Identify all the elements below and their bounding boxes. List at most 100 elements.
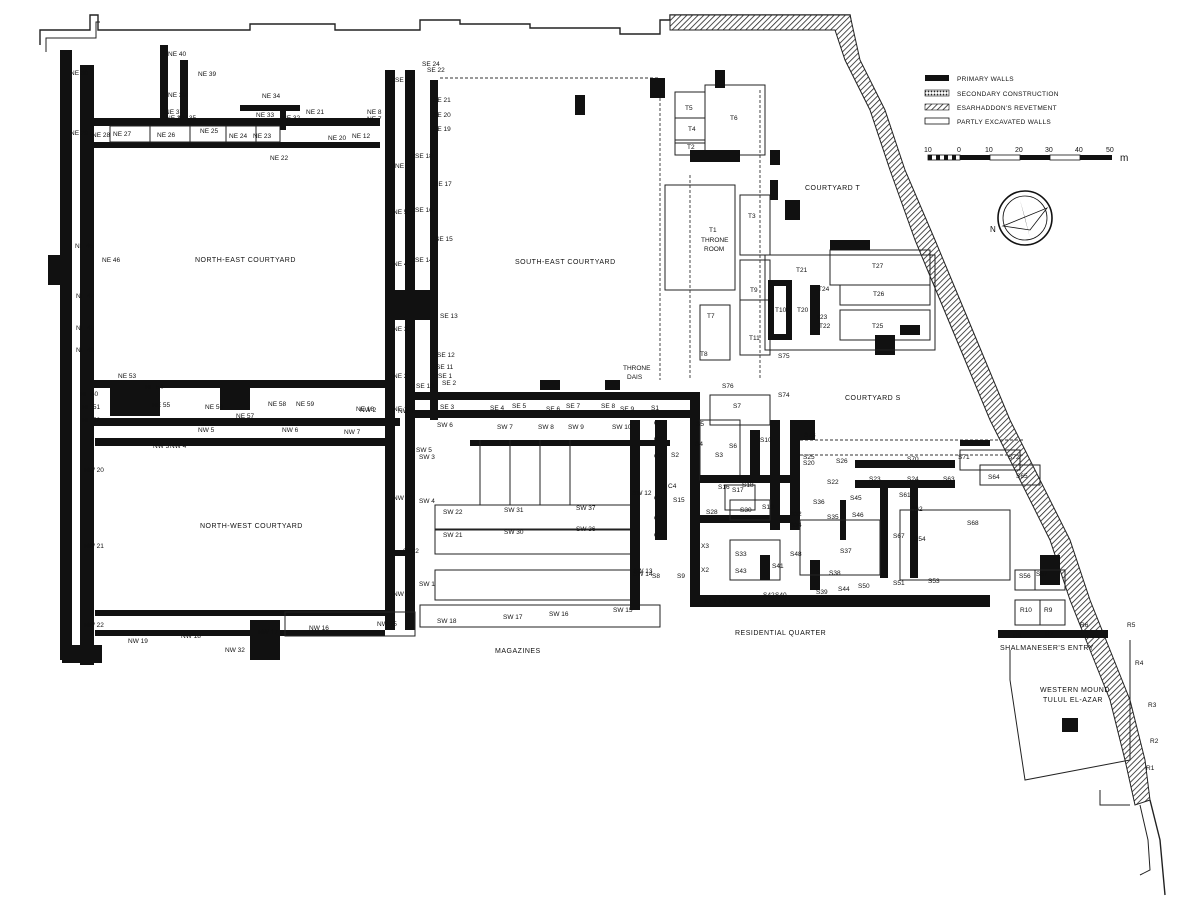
room-label-s32: S32 xyxy=(790,511,802,518)
room-label-c2: C2 xyxy=(654,436,663,443)
room-label-nw7: NW 7 xyxy=(344,429,361,436)
legend-label-revetment: ESARHADDON'S REVETMENT xyxy=(957,105,1057,112)
room-label-s28: S28 xyxy=(706,509,718,516)
room-label-t2: T2 xyxy=(687,144,695,151)
room-label-c3: C3 xyxy=(654,453,663,460)
room-label-ne34: NE 34 xyxy=(262,93,280,100)
legend-label-primary: PRIMARY WALLS xyxy=(957,76,1014,83)
room-label-se3: SE 3 xyxy=(440,404,454,411)
room-label-se15: SE 15 xyxy=(435,236,453,243)
scale-tick-3: 20 xyxy=(1015,147,1023,154)
room-label-ne24: NE 24 xyxy=(229,133,247,140)
room-label-t8: T8 xyxy=(700,351,708,358)
room-label-ne3: NE 3 xyxy=(393,326,408,333)
room-label-ne51: NE 51 xyxy=(82,404,100,411)
room-label-s43: S43 xyxy=(735,568,747,575)
room-label-ne23: NE 23 xyxy=(253,133,271,140)
scale-unit: m xyxy=(1120,153,1128,164)
room-label-s35: S35 xyxy=(827,514,839,521)
room-label-r1: R1 xyxy=(1146,765,1155,772)
room-label-sw8: SW 8 xyxy=(538,424,554,431)
room-label-se19: SE 19 xyxy=(433,126,451,133)
label-magazines: MAGAZINES xyxy=(495,648,541,655)
room-label-se2: SE 2 xyxy=(442,380,456,387)
room-label-s36: S36 xyxy=(813,499,825,506)
room-label-ne4: NE 4 xyxy=(393,261,408,268)
room-label-se1: SE 1 xyxy=(438,373,452,380)
room-label-t11: T11 xyxy=(749,335,760,342)
room-label-ne32: NE 32 xyxy=(282,115,300,122)
room-label-ne12: NE 12 xyxy=(352,133,370,140)
room-label-ne1: NE 1 xyxy=(393,406,408,413)
room-label-sw37: SW 37 xyxy=(576,505,596,512)
outer-wall-east xyxy=(1149,799,1166,896)
room-label-ne57: NE 57 xyxy=(236,413,254,420)
room-label-t7: T7 xyxy=(707,313,715,320)
room-label-ne59: NE 59 xyxy=(296,401,314,408)
scale-tick-2: 10 xyxy=(985,147,993,154)
room-label-sw30: SW 30 xyxy=(504,529,524,536)
room-label-c4: C4 xyxy=(668,483,677,490)
label-courtyard-t: COURTYARD T xyxy=(805,185,861,192)
room-label-r2: R2 xyxy=(1150,738,1159,745)
room-label-s24: S24 xyxy=(907,476,919,483)
room-label-s39: S39 xyxy=(816,589,828,596)
room-label-s10: S10 xyxy=(760,437,772,444)
wall-fragments xyxy=(540,70,990,580)
room-label-ne29: NE 29 xyxy=(70,130,88,137)
room-label-s30: S30 xyxy=(740,507,752,514)
room-label-se10: SE 10 xyxy=(416,383,434,390)
room-label-t5: T5 xyxy=(685,105,693,112)
room-label-s70: S70 xyxy=(907,456,919,463)
room-label-s41: S41 xyxy=(772,563,784,570)
room-label-s75: S75 xyxy=(778,353,790,360)
room-label-t26: T26 xyxy=(873,291,885,298)
t-wing xyxy=(650,78,936,380)
room-label-s65: S65 xyxy=(1016,473,1028,480)
room-label-ne5: NE 5 xyxy=(393,209,408,216)
label-throne-room-1: T1 xyxy=(709,227,717,234)
room-label-s62: S62 xyxy=(911,506,923,513)
room-label-t25: T25 xyxy=(872,323,884,330)
legend-label-secondary: SECONDARY CONSTRUCTION xyxy=(957,91,1059,98)
room-label-ne36: NE 36 xyxy=(166,115,184,122)
room-label-se17: SE 17 xyxy=(434,181,452,188)
room-label-s76: S76 xyxy=(722,383,734,390)
room-label-t4: T4 xyxy=(688,126,696,133)
room-label-s2: S2 xyxy=(671,452,679,459)
room-label-ne2: NE 2 xyxy=(393,373,408,380)
room-label-s56: S56 xyxy=(1019,573,1031,580)
room-label-nw22: NW 22 xyxy=(84,622,104,629)
room-label-nw14: NW 14 xyxy=(393,591,413,598)
outer-wall-north xyxy=(39,14,856,52)
room-label-sw3: SW 3 xyxy=(419,454,435,461)
label-nw-courtyard: NORTH-WEST COURTYARD xyxy=(200,523,303,530)
legend-swatch-revetment xyxy=(924,103,950,111)
room-label-s5: S5 xyxy=(696,421,704,428)
label-ne-courtyard: NORTH-EAST COURTYARD xyxy=(195,257,296,264)
room-label-s74: S74 xyxy=(778,392,790,399)
room-label-s67: S67 xyxy=(893,533,905,540)
label-throne-dais-2: DAIS xyxy=(627,374,643,381)
room-label-ne58: NE 58 xyxy=(268,401,286,408)
label-throne-room-3: ROOM xyxy=(704,246,724,253)
room-label-s44: S44 xyxy=(838,586,850,593)
room-label-s9: S9 xyxy=(677,573,685,580)
room-label-t23: T23 xyxy=(816,314,828,321)
room-label-se5: SE 5 xyxy=(512,403,526,410)
room-label-s7: S7 xyxy=(733,403,741,410)
compass-north-letter: N xyxy=(990,225,996,234)
room-label-ne37: NE 37 xyxy=(165,109,183,116)
room-label-ne38: NE 38 xyxy=(168,92,186,99)
room-label-se4: SE 4 xyxy=(490,405,504,412)
room-label-sw21: SW 21 xyxy=(443,532,463,539)
room-label-sw5: SW 5 xyxy=(416,447,432,454)
room-label-s15: S15 xyxy=(673,497,685,504)
s-wing xyxy=(640,392,1041,607)
room-label-r3: R3 xyxy=(1148,702,1157,709)
room-label-se12: SE 12 xyxy=(437,352,455,359)
room-label-se21: SE 21 xyxy=(433,97,451,104)
label-throne-dais-1: THRONE xyxy=(623,365,651,372)
room-label-sw9: SW 9 xyxy=(568,424,584,431)
